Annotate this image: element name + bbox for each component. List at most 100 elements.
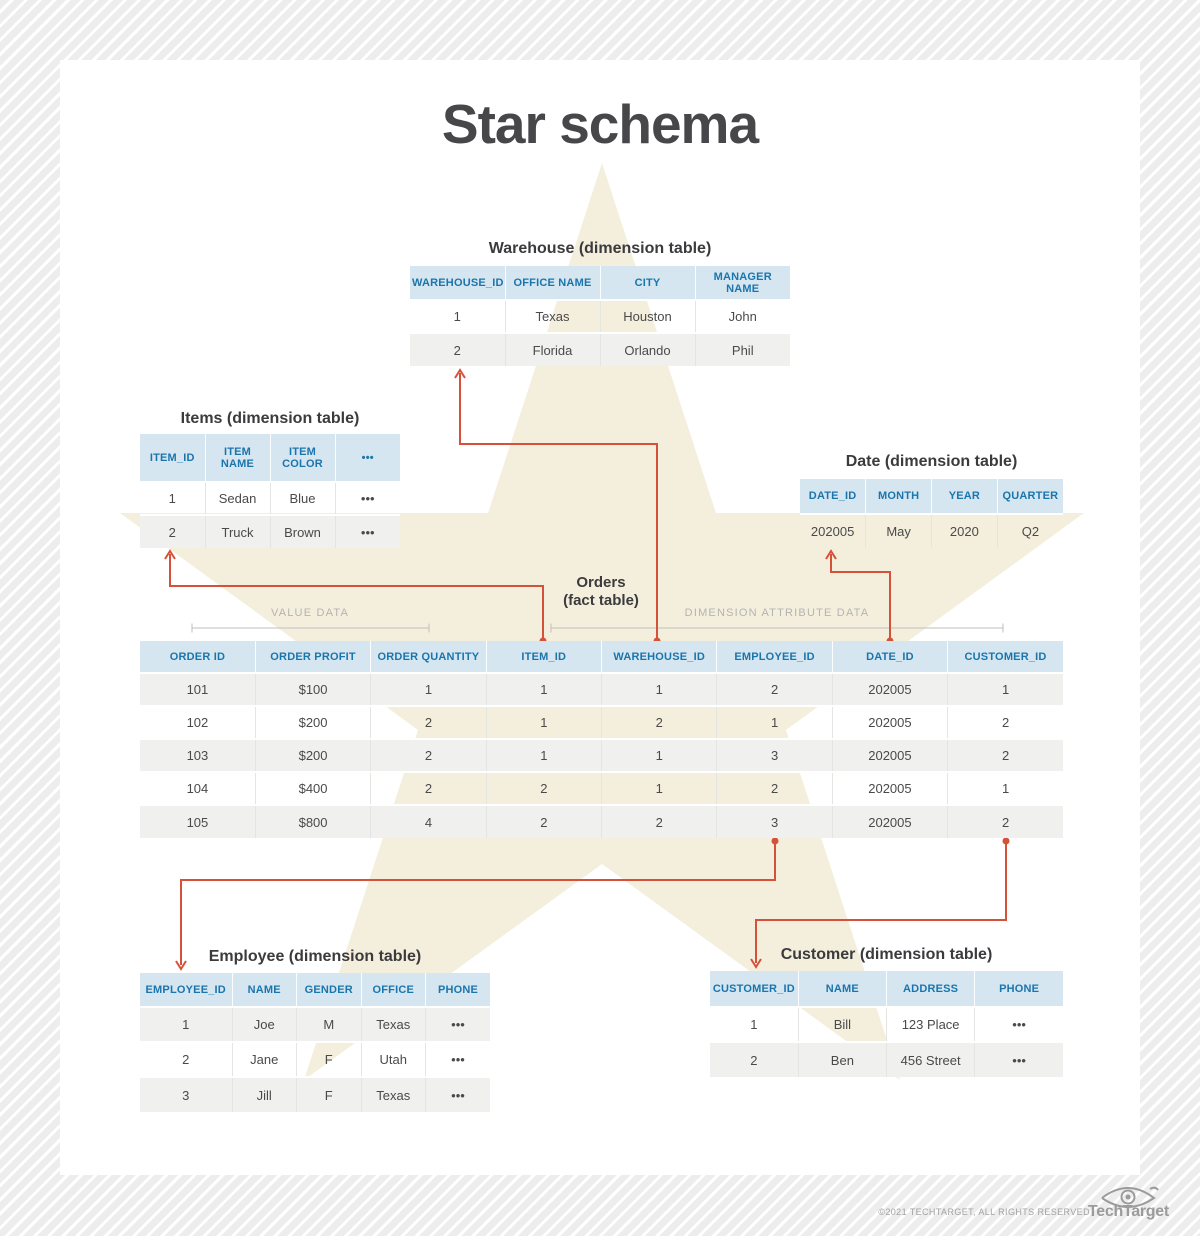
eye-flick: [1149, 1186, 1159, 1191]
table-cell: 104: [140, 771, 256, 805]
table-cell: Texas: [505, 299, 601, 333]
table-cell: 1: [486, 705, 603, 739]
table-cell: 4: [370, 804, 487, 838]
employee-table-title: Employee (dimension table): [208, 948, 422, 965]
table-cell: 2: [947, 705, 1063, 739]
table-cell: 1: [947, 672, 1063, 706]
column-header: NAME: [232, 973, 297, 1007]
table-cell: Utah: [361, 1041, 426, 1077]
table-cell: 1: [947, 771, 1063, 805]
table-cell: 102: [140, 705, 256, 739]
column-header: CUSTOMER_ID: [947, 641, 1063, 673]
warehouse-table-title: Warehouse (dimension table): [488, 240, 712, 257]
table-cell: 2: [486, 804, 603, 838]
column-header: CITY: [600, 266, 696, 300]
table-cell: •••: [974, 1041, 1063, 1077]
table-cell: 2: [601, 705, 718, 739]
table-cell: 1: [486, 738, 603, 772]
column-header: PHONE: [425, 973, 490, 1007]
table-cell: 1: [710, 1006, 799, 1042]
table-cell: Ben: [798, 1041, 888, 1077]
column-header: NAME: [798, 971, 888, 1007]
column-header: EMPLOYEE_ID: [140, 973, 233, 1007]
table-cell: 2: [710, 1041, 799, 1077]
table-cell: 1: [601, 771, 718, 805]
column-header: EMPLOYEE_ID: [716, 641, 833, 673]
table-cell: Houston: [600, 299, 696, 333]
column-header: YEAR: [931, 479, 998, 514]
table-cell: 1: [370, 672, 487, 706]
value-data-label: VALUE DATA: [270, 607, 350, 619]
orders-title-line1: Orders: [576, 574, 626, 591]
table-cell: Texas: [361, 1006, 426, 1042]
table-cell: •••: [425, 1076, 490, 1112]
table-cell: Florida: [505, 332, 601, 366]
column-header: ORDER QUANTITY: [370, 641, 487, 673]
column-header: ORDER PROFIT: [255, 641, 372, 673]
items-table-title: Items (dimension table): [180, 410, 360, 427]
table-cell: 202005: [800, 513, 867, 548]
table-cell: $100: [255, 672, 372, 706]
table-cell: 3: [140, 1076, 233, 1112]
table-cell: 2: [486, 771, 603, 805]
table-cell: Q2: [997, 513, 1063, 548]
column-header: OFFICE NAME: [505, 266, 601, 300]
table-cell: Phil: [695, 332, 790, 366]
table-cell: 2: [370, 738, 487, 772]
table-cell: •••: [974, 1006, 1063, 1042]
table-cell: Bill: [798, 1006, 888, 1042]
column-header: QUARTER: [997, 479, 1063, 514]
page-title: Star schema: [441, 93, 759, 155]
column-header: DATE_ID: [832, 641, 949, 673]
table-cell: 2: [140, 514, 206, 548]
table-cell: Truck: [205, 514, 271, 548]
dimension-attribute-data-label: DIMENSION ATTRIBUTE DATA: [684, 607, 870, 619]
table-cell: •••: [425, 1006, 490, 1042]
table-cell: 3: [716, 804, 833, 838]
table-cell: 456 Street: [886, 1041, 976, 1077]
table-cell: 2: [947, 804, 1063, 838]
table-cell: •••: [335, 481, 400, 515]
table-cell: Texas: [361, 1076, 426, 1112]
table-cell: 3: [716, 738, 833, 772]
table-cell: 2: [370, 705, 487, 739]
table-cell: 2: [601, 804, 718, 838]
table-cell: $400: [255, 771, 372, 805]
table-cell: 202005: [832, 771, 949, 805]
eye-iris-ring: [1120, 1189, 1136, 1205]
column-header: ITEM_ID: [486, 641, 603, 673]
table-cell: F: [296, 1041, 362, 1077]
column-header: ORDER ID: [140, 641, 256, 673]
table-cell: John: [695, 299, 790, 333]
table-cell: 1: [601, 738, 718, 772]
table-cell: 1: [716, 705, 833, 739]
table-cell: 103: [140, 738, 256, 772]
table-cell: 202005: [832, 705, 949, 739]
column-header: WAREHOUSE_ID: [410, 266, 506, 300]
table-cell: $200: [255, 738, 372, 772]
table-cell: Joe: [232, 1006, 297, 1042]
column-header: OFFICE: [361, 973, 426, 1007]
column-header: MANAGER NAME: [695, 266, 790, 300]
